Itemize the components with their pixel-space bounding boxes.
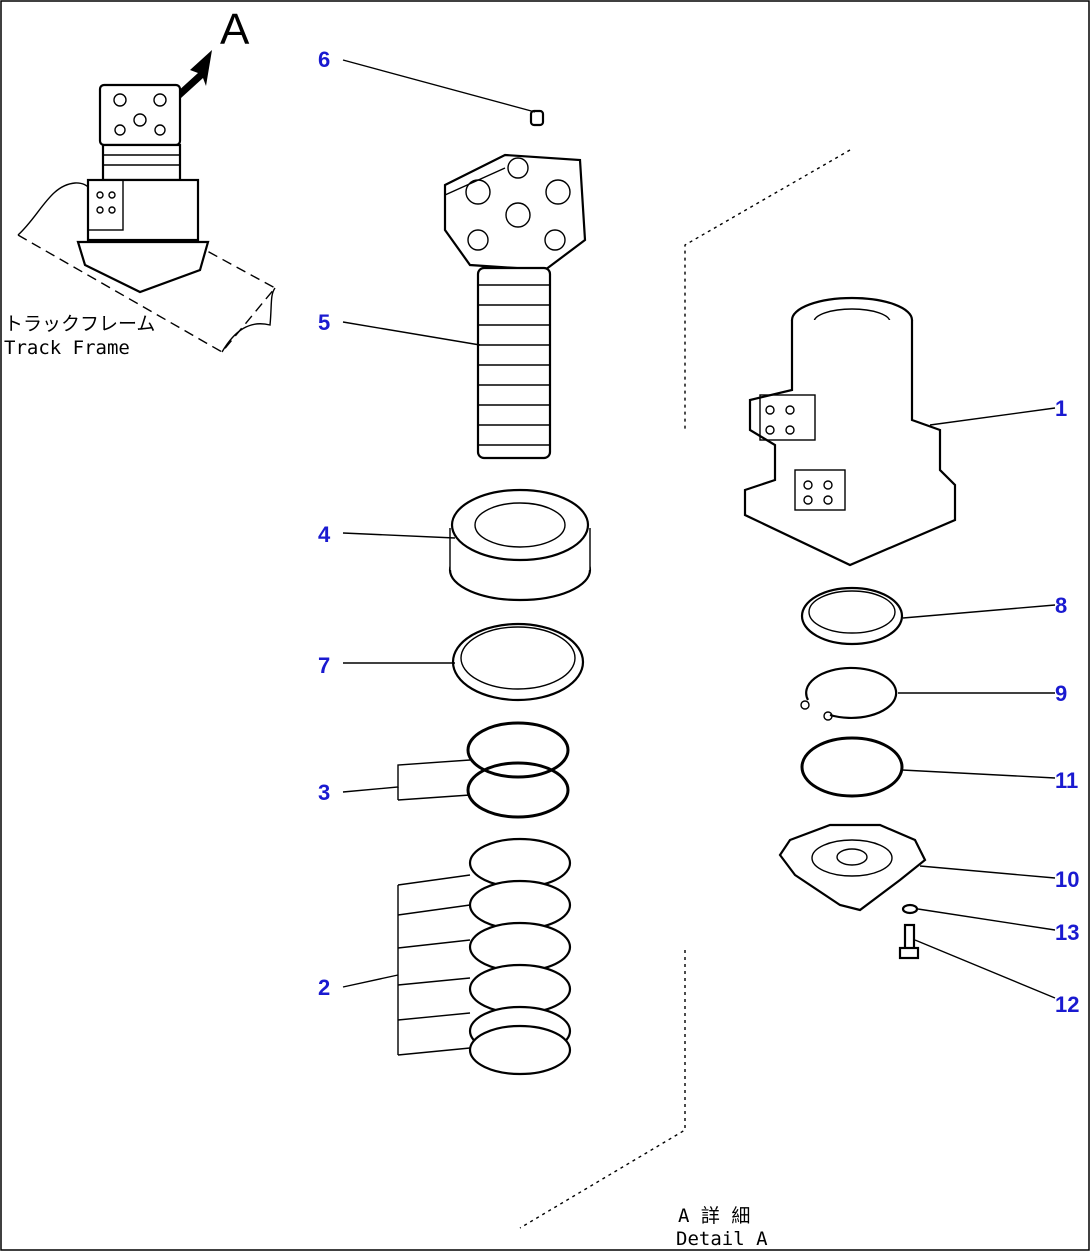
callout-1: 1 bbox=[1055, 396, 1067, 421]
detail-label-en: Detail A bbox=[676, 1228, 768, 1250]
detail-label-jp: A 詳 細 bbox=[678, 1205, 750, 1227]
part-11-o-ring bbox=[800, 736, 904, 798]
part-9-snap-ring bbox=[800, 666, 898, 721]
part-2-seal-stack bbox=[468, 837, 572, 1076]
callout-2: 2 bbox=[318, 975, 330, 1000]
callout-11: 11 bbox=[1055, 768, 1078, 793]
inset-cap bbox=[98, 83, 182, 147]
callout-7: 7 bbox=[318, 653, 330, 678]
callout-9: 9 bbox=[1055, 681, 1067, 706]
part-7-ring bbox=[451, 622, 585, 702]
inset-shaft bbox=[101, 143, 182, 182]
view-letter: A bbox=[220, 5, 250, 54]
callout-3: 3 bbox=[318, 780, 330, 805]
part-1-swivel-body bbox=[743, 296, 957, 567]
part-4-retainer bbox=[448, 488, 592, 602]
inset-body bbox=[86, 178, 200, 242]
callout-5: 5 bbox=[318, 310, 330, 335]
callout-13: 13 bbox=[1055, 920, 1079, 945]
part-10-cover bbox=[778, 823, 927, 912]
view-arrow-icon bbox=[176, 50, 212, 98]
inset-base bbox=[76, 240, 210, 294]
leader-lines bbox=[342, 59, 1056, 1056]
callout-8: 8 bbox=[1055, 593, 1067, 618]
part-8-ring bbox=[800, 586, 904, 646]
detail-boundary-top bbox=[684, 149, 851, 430]
track-frame-label-en: Track Frame bbox=[4, 337, 130, 359]
track-frame-label-jp: トラックフレーム bbox=[4, 313, 155, 335]
callout-6: 6 bbox=[318, 47, 330, 72]
part-3-o-rings bbox=[466, 721, 570, 819]
part-5-rotor bbox=[443, 153, 587, 460]
callout-10: 10 bbox=[1055, 867, 1079, 892]
callout-12: 12 bbox=[1055, 992, 1079, 1017]
inset-view: A トラックフレーム Track Frame bbox=[4, 5, 277, 359]
part-13-washer bbox=[901, 903, 919, 915]
callout-numbers: 1 2 3 4 5 6 7 8 9 10 11 12 13 bbox=[318, 47, 1079, 1017]
part-6-plug bbox=[529, 109, 545, 127]
callout-4: 4 bbox=[318, 522, 331, 547]
part-12-bolt bbox=[898, 923, 920, 960]
